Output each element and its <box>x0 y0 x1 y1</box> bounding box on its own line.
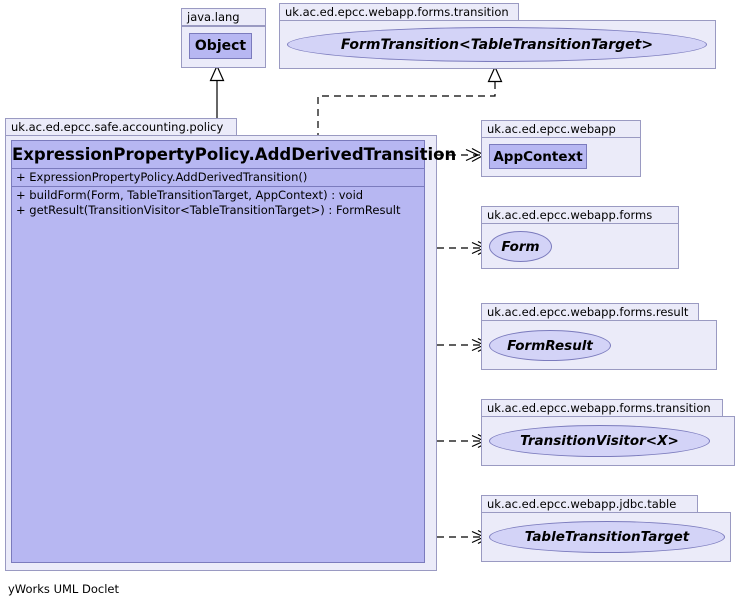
package-safe-accounting-policy: uk.ac.ed.epcc.safe.accounting.policy Exp… <box>5 118 456 571</box>
interface-node-transitionvisitor[interactable]: TransitionVisitor<X> <box>489 425 710 457</box>
class-member-getresult: + getResult(TransitionVisitor<TableTrans… <box>16 203 401 217</box>
package-label-webapp-forms: uk.ac.ed.epcc.webapp.forms <box>481 206 679 224</box>
class-node-appcontext[interactable]: AppContext <box>489 144 587 169</box>
interface-node-tabletransitiontarget[interactable]: TableTransitionTarget <box>489 521 725 553</box>
interface-node-formresult[interactable]: FormResult <box>489 330 611 361</box>
class-node-addderivedtransition[interactable]: ExpressionPropertyPolicy.AddDerivedTrans… <box>11 140 456 563</box>
interface-node-form[interactable]: Form <box>489 231 552 262</box>
package-label-webapp-forms-transition-top: uk.ac.ed.epcc.webapp.forms.transition <box>279 3 519 21</box>
package-webapp-forms: uk.ac.ed.epcc.webapp.forms Form <box>481 206 679 269</box>
package-label-webapp-forms-result: uk.ac.ed.epcc.webapp.forms.result <box>481 303 699 321</box>
package-label-java-lang: java.lang <box>181 8 266 26</box>
class-methods-section: + buildForm(Form, TableTransitionTarget,… <box>12 186 424 562</box>
package-label-webapp: uk.ac.ed.epcc.webapp <box>481 120 641 138</box>
class-node-object[interactable]: Object <box>189 33 252 59</box>
package-webapp-forms-transition-top: uk.ac.ed.epcc.webapp.forms.transition Fo… <box>279 3 716 69</box>
package-label-webapp-jdbc-table: uk.ac.ed.epcc.webapp.jdbc.table <box>481 495 698 513</box>
class-constructors-section: + ExpressionPropertyPolicy.AddDerivedTra… <box>12 169 424 186</box>
class-member-constructor: + ExpressionPropertyPolicy.AddDerivedTra… <box>16 170 308 184</box>
package-label-webapp-forms-transition: uk.ac.ed.epcc.webapp.forms.transition <box>481 399 723 417</box>
package-java-lang: java.lang Object <box>181 8 266 68</box>
interface-node-formtransition[interactable]: FormTransition<TableTransitionTarget> <box>287 27 707 62</box>
package-webapp: uk.ac.ed.epcc.webapp AppContext <box>481 120 641 177</box>
diagram-footer: yWorks UML Doclet <box>8 582 119 596</box>
package-label-safe-accounting-policy: uk.ac.ed.epcc.safe.accounting.policy <box>5 118 237 136</box>
package-webapp-forms-transition: uk.ac.ed.epcc.webapp.forms.transition Tr… <box>481 399 735 466</box>
package-webapp-forms-result: uk.ac.ed.epcc.webapp.forms.result FormRe… <box>481 303 717 370</box>
package-webapp-jdbc-table: uk.ac.ed.epcc.webapp.jdbc.table TableTra… <box>481 495 731 562</box>
class-member-buildform: + buildForm(Form, TableTransitionTarget,… <box>16 188 364 202</box>
class-title-addderivedtransition: ExpressionPropertyPolicy.AddDerivedTrans… <box>12 141 456 169</box>
